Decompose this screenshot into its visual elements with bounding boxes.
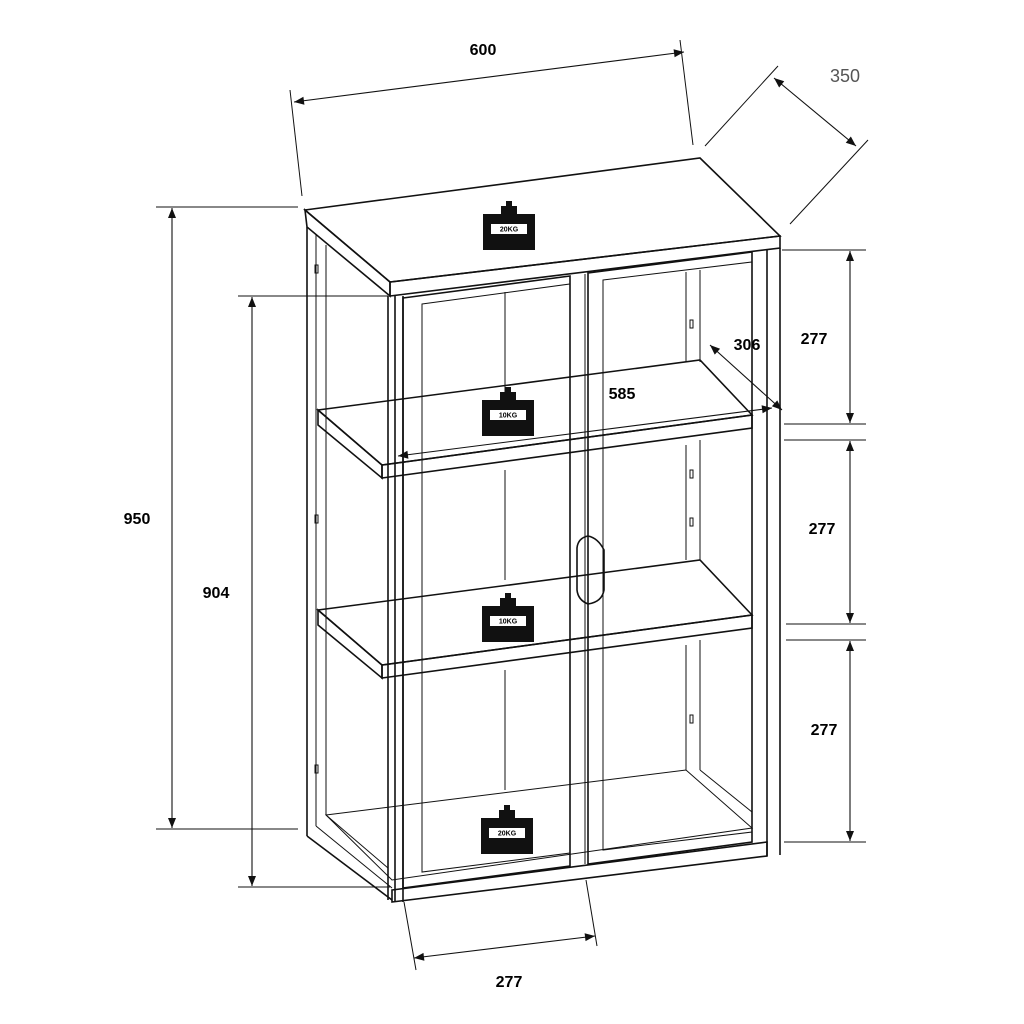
load-weights: 20KG 10KG 10KG 20KG — [481, 201, 535, 854]
shelf-depth-dimension-line — [709, 344, 783, 411]
depth-label: 350 — [830, 66, 860, 86]
door-width-label: 277 — [496, 974, 523, 991]
door-handle — [576, 535, 605, 605]
door-width-dimension-line — [413, 933, 596, 961]
weight-icon-shelf-upper: 10KG — [482, 387, 534, 436]
top-panel-side-edge — [303, 208, 391, 298]
cabinet — [303, 157, 782, 903]
compartment-bottom-label: 277 — [811, 722, 838, 739]
width-dimension-line — [293, 49, 685, 105]
dimension-lines: 600 350 950 904 277 277 277 306 — [124, 39, 869, 991]
weight-label-shelf-lower: 10KG — [499, 619, 518, 626]
weight-icon-bottom: 20KG — [481, 805, 533, 854]
shelf-depth-label: 306 — [734, 337, 761, 354]
shelf-width-label: 585 — [609, 386, 636, 403]
shelf-width-dimension-line — [397, 405, 773, 459]
width-label: 600 — [470, 42, 497, 59]
shelf-upper — [316, 359, 754, 466]
weight-icon-top: 20KG — [483, 201, 535, 250]
weight-label-shelf-upper: 10KG — [499, 413, 518, 420]
depth-dimension-line — [773, 77, 857, 147]
total-height-label: 950 — [124, 511, 151, 528]
weight-label-top: 20KG — [500, 227, 519, 234]
body-height-label: 904 — [203, 585, 230, 602]
left-door — [402, 275, 571, 889]
compartment-top-label: 277 — [801, 331, 828, 348]
bottom-front-rail — [391, 841, 768, 903]
shelf-lower — [316, 559, 754, 666]
weight-icon-shelf-lower: 10KG — [482, 593, 534, 642]
bottom-floor — [324, 769, 754, 881]
weight-label-bottom: 20KG — [498, 831, 517, 838]
compartment-middle-label: 277 — [809, 521, 836, 538]
left-bottom-rail — [306, 835, 393, 901]
right-door — [587, 251, 753, 865]
